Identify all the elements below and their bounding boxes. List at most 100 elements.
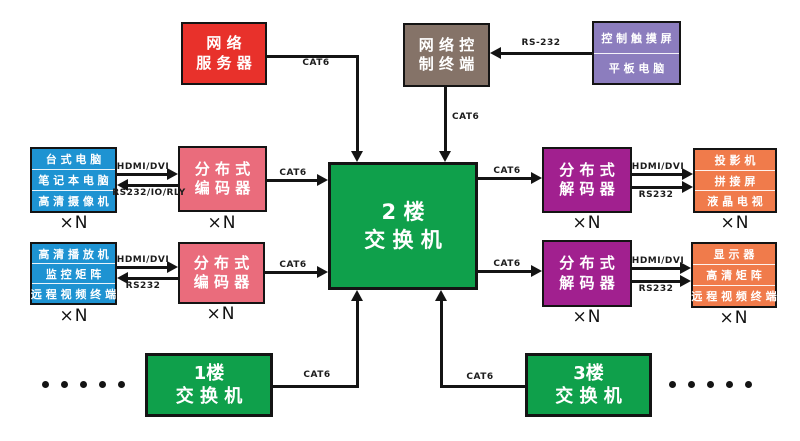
arrow-right-icon <box>682 168 693 180</box>
connector-line <box>356 299 359 388</box>
connector-line <box>265 271 318 274</box>
node-label: 分 布 式 <box>559 254 615 272</box>
edge-label-hdmi-dvi: HDMI/DVI <box>631 256 685 266</box>
arrow-right-icon <box>680 275 691 287</box>
node-source-devices-1: 台 式 电 脑 笔 记 本 电 脑 高 清 摄 像 机 <box>30 147 117 213</box>
arrow-right-icon <box>680 262 691 274</box>
node-network-server: 网 络 服 务 器 <box>181 22 267 85</box>
node-floor2-switch: 2 楼 交 换 机 <box>328 162 478 290</box>
node-encoder-1: 分 布 式 编 码 器 <box>178 146 267 212</box>
edge-label-cat6: CAT6 <box>302 58 330 68</box>
edge-label-rs232-io-rly: RS232/IO/RLY <box>112 188 186 198</box>
edge-label-cat6: CAT6 <box>452 112 480 122</box>
node-label: 交 换 机 <box>364 228 442 252</box>
connector-line <box>478 177 532 180</box>
node-label: 分 布 式 <box>193 253 250 272</box>
node-row: 控 制 触 摸 屏 <box>601 31 672 45</box>
node-label: 网 络 <box>206 34 242 52</box>
arrow-left-icon <box>117 179 128 191</box>
ellipsis-dot <box>688 381 695 388</box>
node-floor3-switch: 3楼 交 换 机 <box>525 353 652 417</box>
node-row: 远 程 视 频 终 端 <box>31 283 116 303</box>
node-label: 2 楼 <box>381 199 425 224</box>
connector-line <box>441 385 527 388</box>
node-display-devices-1: 投 影 机 拼 接 屏 液 晶 电 视 <box>693 148 777 213</box>
ellipsis-dot <box>99 381 106 388</box>
node-label: 网 络 控 <box>418 35 475 54</box>
node-row: 笔 记 本 电 脑 <box>32 169 115 190</box>
node-label: 1楼 <box>193 362 225 384</box>
node-decoder-2: 分 布 式 解 码 器 <box>542 240 632 307</box>
connector-line <box>356 55 359 152</box>
connector-line <box>501 52 592 55</box>
connector-line <box>117 173 168 176</box>
connector-line <box>272 385 358 388</box>
arrow-right-icon <box>317 174 328 186</box>
arrow-right-icon <box>531 265 542 277</box>
arrow-left-icon <box>490 47 501 59</box>
edge-label-cat6: CAT6 <box>493 166 521 176</box>
node-label: 编 码 器 <box>194 179 251 197</box>
ellipsis-dot <box>726 381 733 388</box>
arrow-right-icon <box>682 181 693 193</box>
ellipsis-dots-left <box>42 381 125 388</box>
node-label: 编 码 器 <box>193 273 250 291</box>
connector-line <box>632 280 681 283</box>
node-row: 高 清 矩 阵 <box>693 264 775 285</box>
connector-line <box>267 179 318 182</box>
node-encoder-2: 分 布 式 编 码 器 <box>178 242 265 304</box>
multiplier-label: ×N <box>206 304 236 324</box>
node-row: 高 清 播 放 机 <box>38 247 109 261</box>
connector-line <box>632 186 683 189</box>
multiplier-label: ×N <box>719 308 749 328</box>
node-floor1-switch: 1楼 交 换 机 <box>145 353 273 417</box>
node-row: 平 板 电 脑 <box>594 52 679 84</box>
edge-label-hdmi-dvi: HDMI/DVI <box>116 255 170 265</box>
edge-label-rs232: RS232 <box>638 284 674 294</box>
edge-label-hdmi-dvi: HDMI/DVI <box>116 162 170 172</box>
arrow-right-icon <box>167 261 178 273</box>
node-row: 显 示 器 <box>713 248 755 261</box>
arrow-right-icon <box>531 172 542 184</box>
multiplier-label: ×N <box>572 213 602 233</box>
multiplier-label: ×N <box>59 213 89 233</box>
node-label: 解 码 器 <box>559 273 615 292</box>
node-label: 交 换 机 <box>175 386 243 407</box>
ellipsis-dot <box>42 381 49 388</box>
connector-line <box>444 87 447 152</box>
arrow-right-icon <box>167 168 178 180</box>
node-label: 制 终 端 <box>418 55 475 73</box>
multiplier-label: ×N <box>720 213 750 233</box>
connector-line <box>128 184 178 187</box>
edge-label-rs232: RS232 <box>125 281 161 291</box>
ellipsis-dots-right <box>669 381 752 388</box>
edge-label-cat6: CAT6 <box>279 168 307 178</box>
arrow-left-icon <box>117 272 128 284</box>
node-label: 交 换 机 <box>555 386 622 407</box>
node-row: 拼 接 屏 <box>695 169 775 191</box>
node-network-control-terminal: 网 络 控 制 终 端 <box>403 23 490 87</box>
node-row: 投 影 机 <box>714 153 756 167</box>
node-row: 液 晶 电 视 <box>695 190 775 211</box>
connector-line <box>267 55 358 58</box>
connector-line <box>632 267 681 270</box>
node-row: 高 清 摄 像 机 <box>32 190 115 211</box>
node-label: 分 布 式 <box>559 160 615 179</box>
ellipsis-dot <box>118 381 125 388</box>
node-control-touchscreen-tablet: 控 制 触 摸 屏 平 板 电 脑 <box>592 21 681 85</box>
ellipsis-dot <box>61 381 68 388</box>
arrow-down-icon <box>351 151 363 162</box>
multiplier-label: ×N <box>207 213 237 233</box>
connector-line <box>128 277 178 280</box>
edge-label-cat6: CAT6 <box>303 370 331 380</box>
connector-line <box>117 266 168 269</box>
edge-label-cat6: CAT6 <box>279 260 307 270</box>
node-display-devices-2: 显 示 器 高 清 矩 阵 远 程 视 频 终 端 <box>691 242 777 308</box>
edge-label-rs232: RS-232 <box>521 38 561 48</box>
multiplier-label: ×N <box>59 306 89 326</box>
node-label: 服 务 器 <box>196 53 252 72</box>
ellipsis-dot <box>669 381 676 388</box>
node-decoder-1: 分 布 式 解 码 器 <box>542 147 632 213</box>
node-row: 远 程 视 频 终 端 <box>691 285 777 306</box>
